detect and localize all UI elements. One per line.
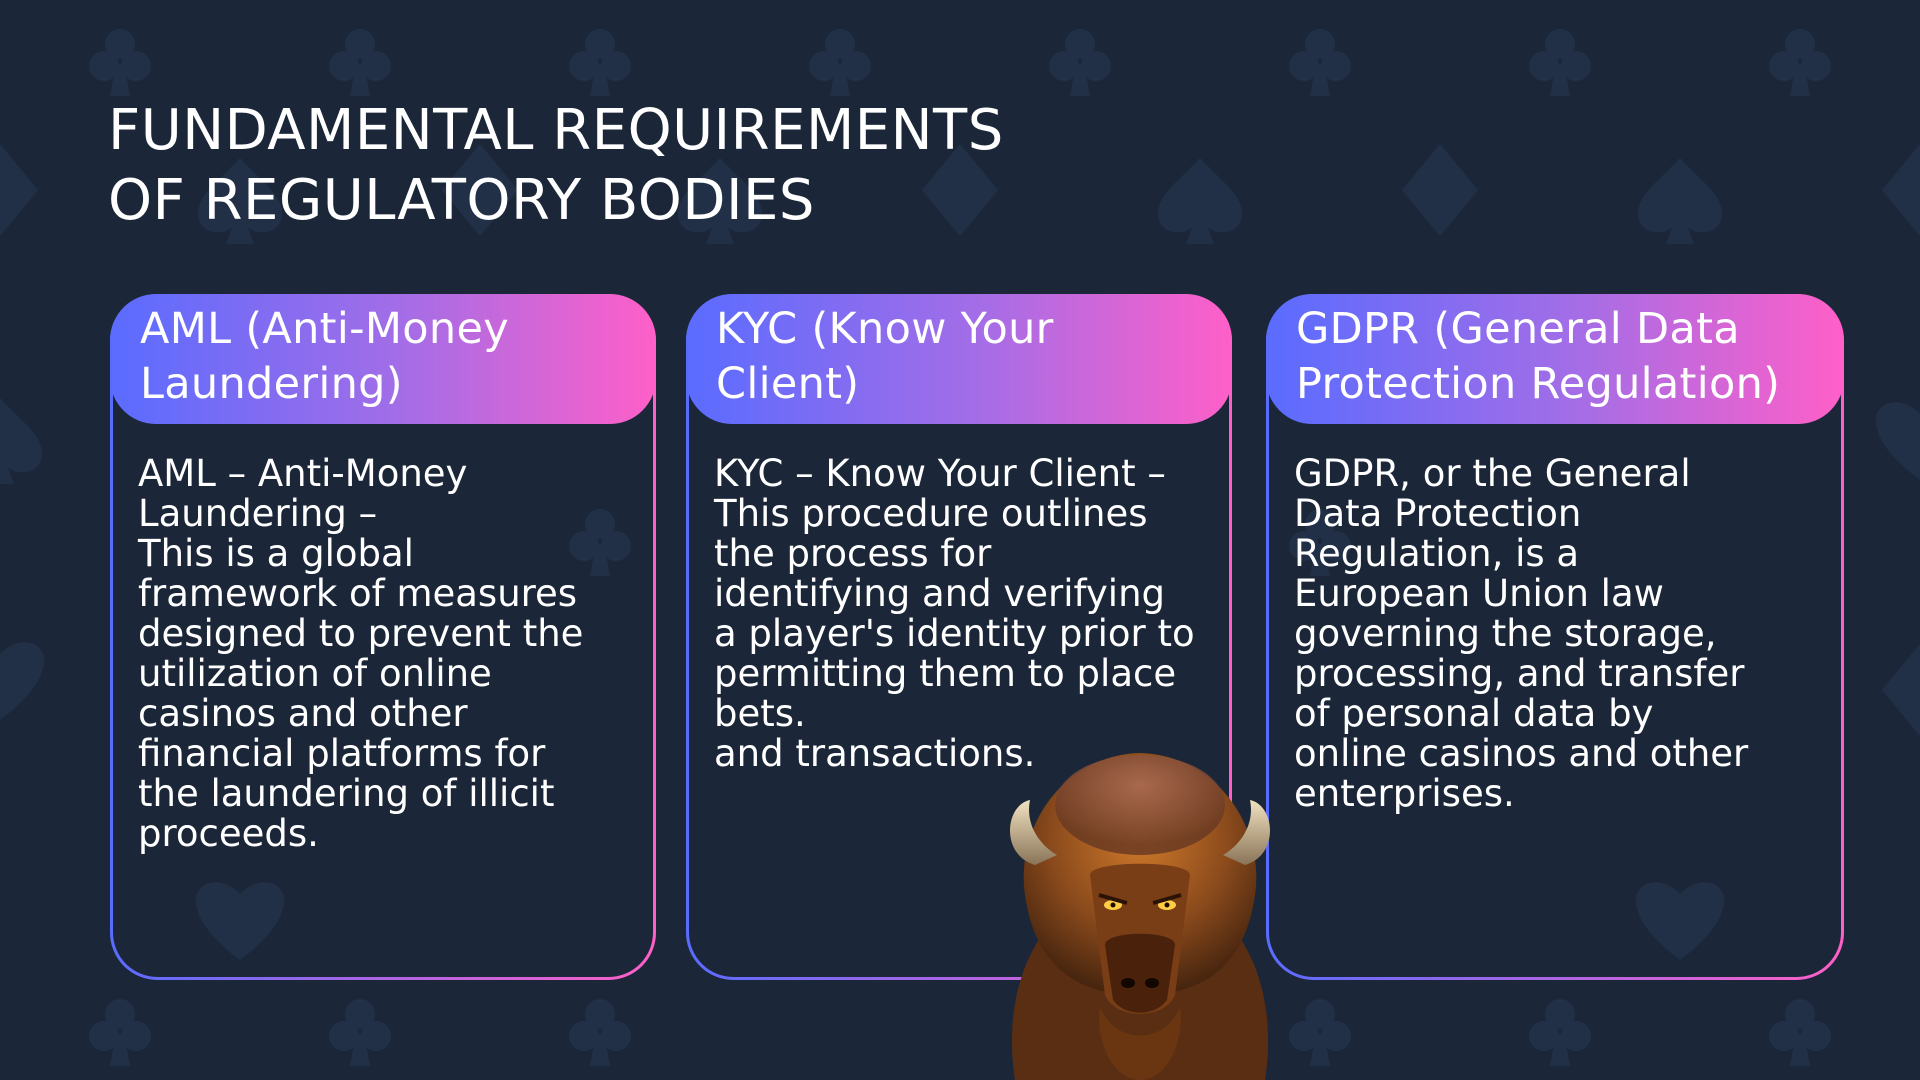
title-line-2: OF REGULATORY BODIES [108, 168, 815, 233]
aml-card-title: AML (Anti-Money Laundering) [140, 304, 509, 409]
page-title: FUNDAMENTAL REQUIREMENTS OF REGULATORY B… [108, 96, 1004, 236]
gdpr-card-description: GDPR, or the General Data Protection Reg… [1294, 452, 1749, 815]
gdpr-card-title: GDPR (General Data Protection Regulation… [1296, 304, 1781, 409]
kyc-card-title: KYC (Know Your Client) [716, 304, 1054, 409]
aml-card-description: AML – Anti-Money Laundering – This is a … [138, 452, 584, 855]
bison-icon [1010, 753, 1270, 1080]
kyc-card-description: KYC – Know Your Client – This procedure … [714, 452, 1195, 775]
gdpr-card-header: GDPR (General Data Protection Regulation… [1266, 294, 1844, 424]
kyc-card: KYC (Know Your Client) KYC – Know Your C… [686, 294, 1232, 980]
kyc-card-header: KYC (Know Your Client) [686, 294, 1232, 424]
aml-card-header: AML (Anti-Money Laundering) [110, 294, 656, 424]
title-line-1: FUNDAMENTAL REQUIREMENTS [108, 98, 1004, 163]
aml-card: AML (Anti-Money Laundering) AML – Anti-M… [110, 294, 656, 980]
gdpr-card: GDPR (General Data Protection Regulation… [1266, 294, 1844, 980]
